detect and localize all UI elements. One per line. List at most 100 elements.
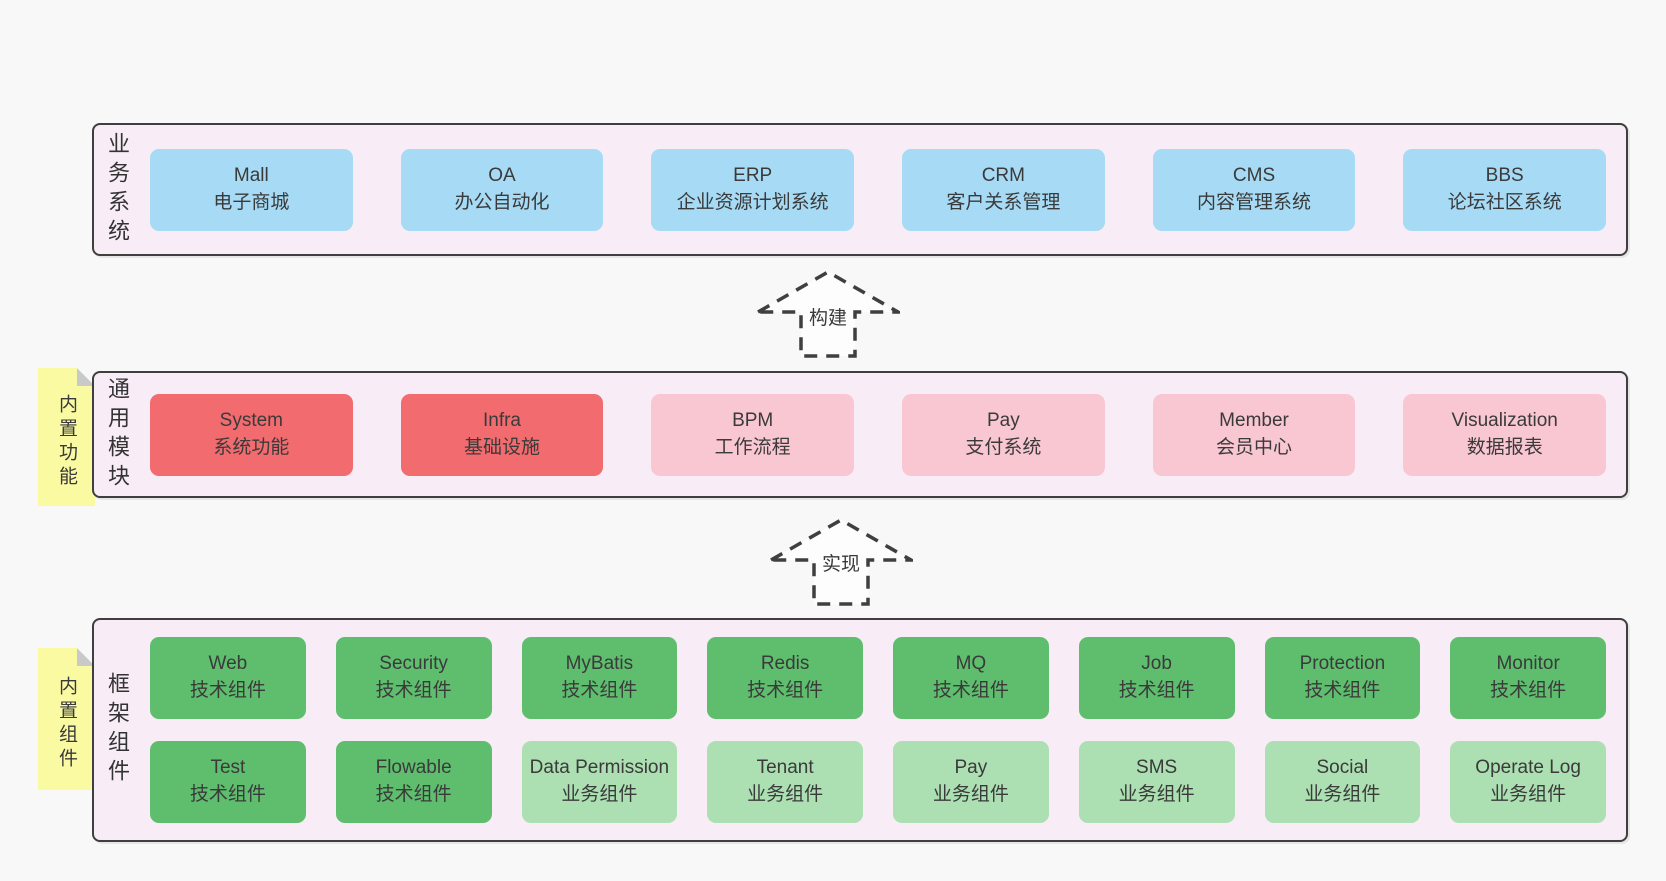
box-subtitle: 技术组件 <box>375 680 452 701</box>
box-title: MyBatis <box>565 653 634 675</box>
box-row: Test 技术组件 Flowable 技术组件 Data Permission 业务组件 T… <box>150 741 1606 823</box>
box-subtitle: 会员中心 <box>1216 436 1293 458</box>
box-test: Test 技术组件 <box>150 741 306 823</box>
box-title: Test <box>210 757 246 779</box>
box-subtitle: 支付系统 <box>965 436 1042 458</box>
box-data-permission: Data Permission 业务组件 <box>521 741 678 823</box>
box-pay: Pay 业务组件 <box>893 741 1049 823</box>
implement-arrow-label: 实现 <box>818 548 864 577</box>
layer-title-common-modules: 通用模块 <box>94 373 140 496</box>
box-title: Infra <box>482 409 522 431</box>
box-title: Protection <box>1299 653 1386 675</box>
box-mall: Mall 电子商城 <box>150 148 353 231</box>
box-subtitle: 业务组件 <box>1118 784 1195 805</box>
box-subtitle: 工作流程 <box>714 436 791 458</box>
box-system: System 系统功能 <box>150 393 353 476</box>
box-subtitle: 内容管理系统 <box>1197 191 1312 213</box>
build-arrow-label: 构建 <box>805 302 851 331</box>
box-oa: OA 办公自动化 <box>400 148 604 231</box>
box-pay: Pay 支付系统 <box>902 393 1105 476</box>
box-social: Social 业务组件 <box>1264 741 1421 823</box>
box-mybatis: MyBatis 技术组件 <box>521 637 678 719</box>
box-mq: MQ 技术组件 <box>893 637 1049 719</box>
box-subtitle: 业务组件 <box>561 784 638 805</box>
box-subtitle: 业务组件 <box>932 784 1009 805</box>
box-subtitle: 技术组件 <box>189 680 266 701</box>
box-monitor: Monitor 技术组件 <box>1450 637 1606 719</box>
box-bbs: BBS 论坛社区系统 <box>1403 148 1607 231</box>
box-title: System <box>219 409 284 431</box>
box-title: Member <box>1219 409 1289 431</box>
box-operate-log: Operate Log 业务组件 <box>1450 741 1606 823</box>
box-subtitle: 技术组件 <box>1490 680 1567 701</box>
box-protection: Protection 技术组件 <box>1264 637 1421 719</box>
layer-title-framework-components: 框架组件 <box>94 620 140 840</box>
box-subtitle: 技术组件 <box>189 784 266 805</box>
box-subtitle: 基础设施 <box>464 436 541 458</box>
box-security: Security 技术组件 <box>335 637 492 719</box>
box-title: Security <box>379 653 448 675</box>
box-subtitle: 业务组件 <box>1490 784 1567 805</box>
sticky-note-built-in-features: 内置功能 <box>38 368 95 506</box>
layer-title-text: 业务系统 <box>105 131 130 248</box>
box-sms: SMS 业务组件 <box>1078 741 1235 823</box>
box-title: BBS <box>1485 164 1524 186</box>
box-subtitle: 论坛社区系统 <box>1447 191 1562 213</box>
layer-framework-components: 框架组件 Web 技术组件 Security 技术组件 MyBatis 技术组件 Redis… <box>92 618 1628 842</box>
box-cms: CMS 内容管理系统 <box>1152 148 1356 231</box>
box-subtitle: 电子商城 <box>213 191 290 213</box>
box-title: Redis <box>760 653 810 675</box>
box-subtitle: 客户关系管理 <box>946 191 1061 213</box>
box-title: Operate Log <box>1475 757 1581 779</box>
box-title: CMS <box>1232 164 1276 186</box>
box-title: Data Permission <box>529 757 670 779</box>
box-subtitle: 办公自动化 <box>454 191 550 213</box>
box-subtitle: 系统功能 <box>213 436 290 458</box>
box-title: Tenant <box>756 757 814 779</box>
sticky-note-text: 内置功能 <box>56 394 77 490</box>
box-title: Pay <box>954 757 988 779</box>
box-subtitle: 数据报表 <box>1466 436 1543 458</box>
sticky-note-built-in-components: 内置组件 <box>38 648 95 790</box>
box-subtitle: 业务组件 <box>1304 784 1381 805</box>
box-subtitle: 技术组件 <box>561 680 638 701</box>
box-title: CRM <box>981 164 1025 186</box>
box-title: Job <box>1141 653 1172 675</box>
box-member: Member 会员中心 <box>1152 393 1356 476</box>
box-title: Mall <box>233 164 269 186</box>
box-infra: Infra 基础设施 <box>400 393 604 476</box>
box-subtitle: 技术组件 <box>1304 680 1381 701</box>
build-arrow: 构建 <box>756 268 900 360</box>
sticky-note-text: 内置组件 <box>56 676 77 772</box>
box-title: Flowable <box>375 757 452 779</box>
box-subtitle: 技术组件 <box>932 680 1009 701</box>
box-subtitle: 业务组件 <box>747 784 824 805</box>
layer-title-text: 通用模块 <box>105 376 130 493</box>
box-title: OA <box>488 164 516 186</box>
layer-title-business-systems: 业务系统 <box>94 125 140 254</box>
box-flowable: Flowable 技术组件 <box>335 741 492 823</box>
box-crm: CRM 客户关系管理 <box>902 148 1105 231</box>
box-title: SMS <box>1136 757 1178 779</box>
box-title: Pay <box>986 409 1020 431</box>
box-title: Social <box>1316 757 1369 779</box>
box-subtitle: 技术组件 <box>375 784 452 805</box>
box-web: Web 技术组件 <box>150 637 306 719</box>
box-title: Web <box>208 653 248 675</box>
box-title: MQ <box>955 653 987 675</box>
box-subtitle: 企业资源计划系统 <box>676 191 829 213</box>
box-title: Monitor <box>1496 653 1560 675</box>
